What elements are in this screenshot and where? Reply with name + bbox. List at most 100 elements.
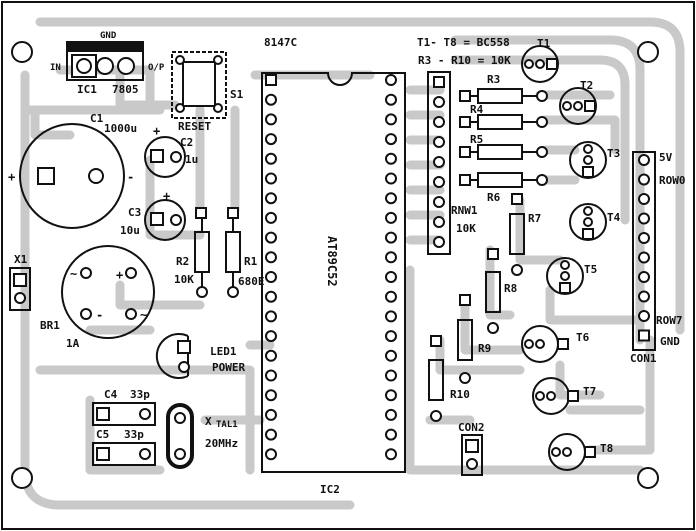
- xtal-crystal: X TAL1 20MHz: [166, 403, 238, 469]
- rnw1-pin: [433, 236, 445, 248]
- c5-value: 33p: [124, 428, 144, 441]
- mount-hole-bl: [11, 467, 33, 489]
- t4-name: T4: [607, 211, 621, 224]
- resistor-note: R3 - R10 = 10K: [418, 54, 511, 67]
- con1-name: CON1: [630, 352, 657, 365]
- mount-hole-tl: [11, 41, 33, 63]
- con1-pin: [638, 193, 650, 205]
- ic2-chip: AT89C52: [325, 236, 339, 287]
- r4-resistor: R4: [459, 103, 548, 130]
- ic1-gnd-label: GND: [100, 31, 117, 41]
- mounting-holes: [11, 41, 659, 489]
- br1-name: BR1: [40, 319, 60, 332]
- t3-transistor: T3: [569, 141, 620, 179]
- rnw1-pin: [433, 176, 445, 188]
- r7-resistor: R7: [509, 193, 541, 276]
- ic2-pin-right: [385, 172, 397, 185]
- r9-name: R9: [478, 342, 491, 355]
- ic2-pin-left: [265, 428, 277, 441]
- r10-resistor: R10: [428, 335, 470, 422]
- ic2-pin-left: [265, 408, 277, 421]
- ic2-pin-left: [265, 349, 277, 362]
- ic2-pin-right: [385, 152, 397, 165]
- rnw1-pin: [433, 76, 445, 88]
- r4-name: R4: [470, 103, 484, 116]
- t3-name: T3: [607, 147, 620, 160]
- r8-name: R8: [504, 282, 517, 295]
- c3-name: C3: [128, 206, 141, 219]
- con1-pin: [638, 212, 650, 225]
- rnw1-pin: [433, 156, 445, 168]
- r2-name: R2: [176, 255, 189, 268]
- transistor-note: T1- T8 = BC558: [417, 36, 510, 49]
- r6-resistor: R6: [459, 172, 548, 204]
- ic2-pins: [265, 74, 397, 461]
- ic2-pin-right: [385, 93, 397, 106]
- ic2-pin-left: [265, 74, 277, 86]
- mount-hole-tr: [637, 41, 659, 63]
- c2-name: C2: [180, 136, 193, 149]
- t2-transistor: T2: [559, 79, 597, 125]
- c1-name: C1: [90, 112, 104, 125]
- led1-label: POWER: [212, 361, 245, 374]
- r1-resistor: R1 680E: [225, 207, 265, 298]
- r1-name: R1: [244, 255, 258, 268]
- ic2-pin-right: [385, 349, 397, 362]
- t2-name: T2: [580, 79, 593, 92]
- r2-resistor: R2 10K: [174, 207, 210, 298]
- br1-ac2: ~: [140, 308, 147, 322]
- c4-capacitor: C4 33p: [92, 388, 156, 426]
- led1: LED1 POWER: [155, 333, 245, 379]
- c5-name: C5: [96, 428, 109, 441]
- ic2-pin-right: [385, 231, 397, 244]
- rnw1-pin: [433, 196, 445, 208]
- con1-pin: [638, 290, 650, 303]
- rnw1-pins: [433, 76, 445, 248]
- ic2-pin-left: [265, 330, 277, 343]
- con1-pin: [638, 251, 650, 264]
- r1-value: 680E: [238, 275, 265, 288]
- rnw1-pin: [433, 116, 445, 128]
- r3-resistor: R3: [459, 73, 548, 104]
- ic2-top-label: 8147C: [264, 36, 297, 49]
- con1-row0: ROW0: [659, 174, 686, 187]
- c4-name: C4: [104, 388, 118, 401]
- t5-name: T5: [584, 263, 597, 276]
- ic2-pin-right: [385, 389, 397, 402]
- ic1-name: IC1: [77, 83, 97, 96]
- con1-pin: [638, 271, 650, 283]
- c3-plus: +: [163, 189, 170, 203]
- br1-bridge-rectifier: ~ + - ~ BR1 1A: [40, 245, 155, 350]
- br1-value: 1A: [66, 337, 80, 350]
- s1-name: S1: [230, 88, 244, 101]
- mount-hole-br: [637, 467, 659, 489]
- r9-resistor: R9: [457, 294, 491, 384]
- ic2-pin-right: [385, 271, 397, 283]
- r7-name: R7: [528, 212, 541, 225]
- t5-transistor: T5: [546, 257, 597, 295]
- ic2-pin-right: [385, 448, 397, 461]
- c4-value: 33p: [130, 388, 150, 401]
- ic2-pin-right: [385, 428, 397, 441]
- t1-name: T1: [537, 37, 551, 50]
- ic2-pin-right: [385, 133, 397, 146]
- ic2-pin-left: [265, 251, 277, 264]
- ic2-pin-left: [265, 192, 277, 205]
- rnw1-name: RNW1: [451, 204, 478, 217]
- led1-name: LED1: [210, 345, 237, 358]
- s1-label: RESET: [178, 120, 211, 133]
- c3-capacitor: + C3 10u: [120, 189, 186, 241]
- r8-resistor: R8: [485, 248, 517, 334]
- con1-pin: [638, 232, 650, 244]
- c2-value: 1u: [185, 153, 198, 166]
- ic2-pin-left: [265, 172, 277, 185]
- r3-name: R3: [487, 73, 500, 86]
- con1-5v: 5V: [659, 151, 673, 164]
- t6-transistor: T6: [521, 325, 590, 363]
- x1-name: X1: [14, 253, 28, 266]
- ic1-regulator: GND IN O/P IC1 7805: [50, 31, 165, 96]
- xtal-sub: TAL1: [216, 420, 238, 430]
- ic2-pin-left: [265, 389, 277, 402]
- br1-minus: -: [96, 308, 103, 322]
